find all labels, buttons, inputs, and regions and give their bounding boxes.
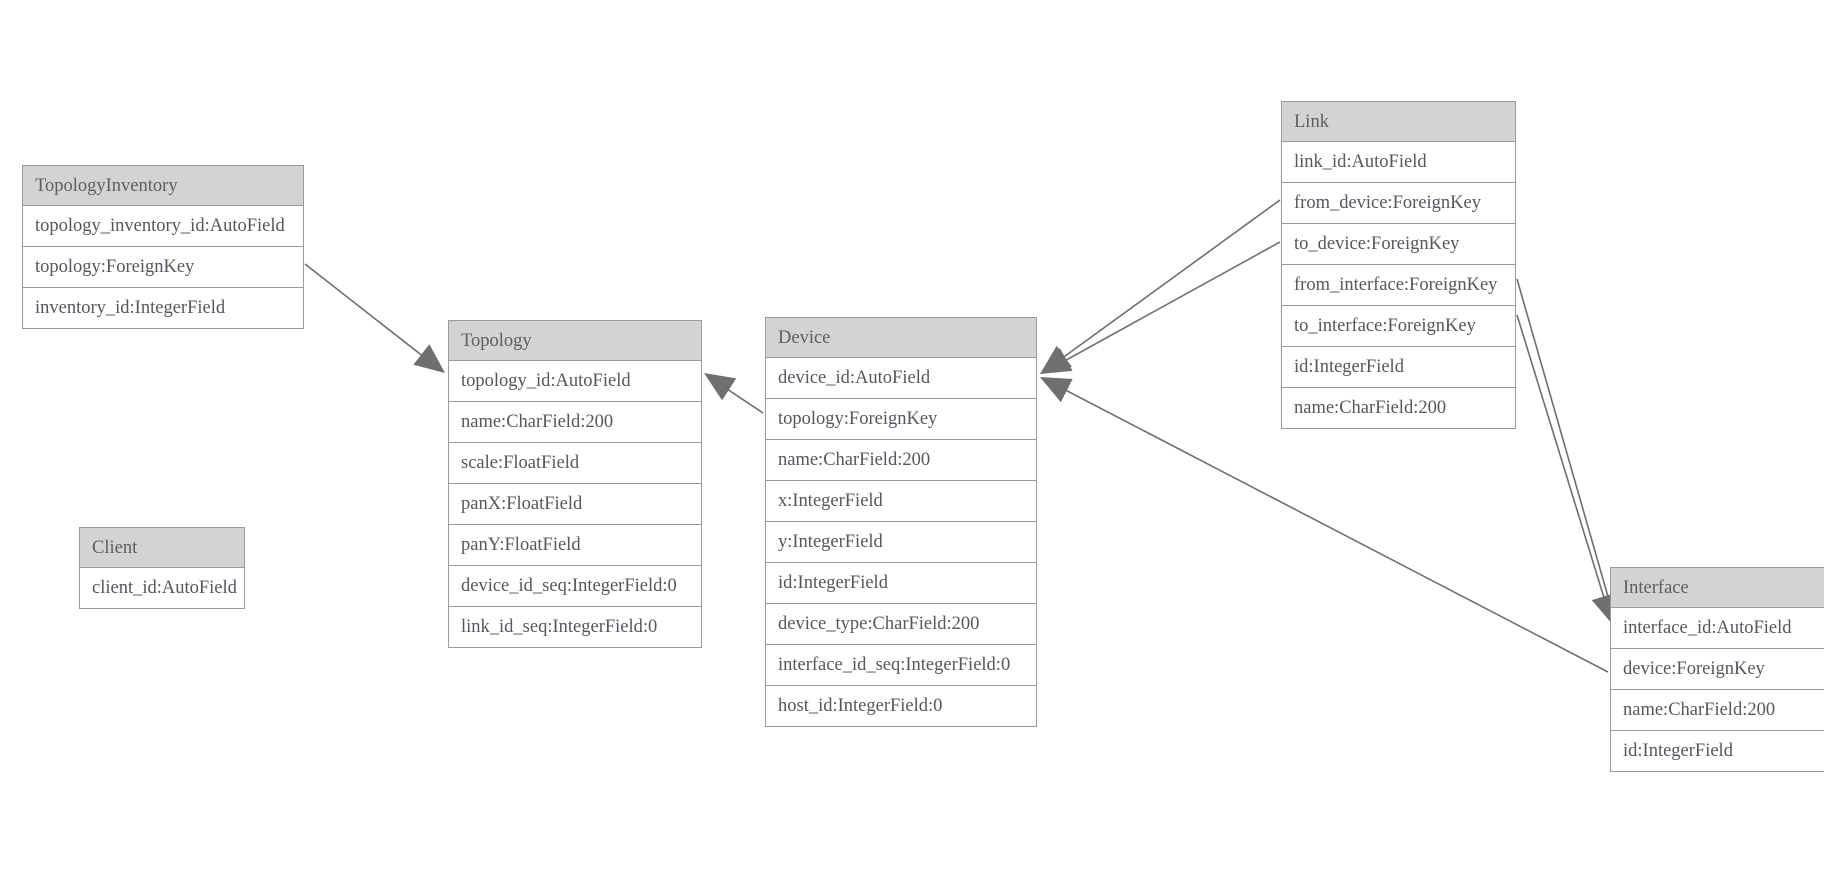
relationship-line [1516,278,1614,615]
entity-field: name:CharField:200 [449,402,701,443]
entity-title-interface: Interface [1611,568,1824,608]
relationship-arrowhead [1040,377,1073,403]
relationship-device-topology [704,373,764,414]
entity-field: id:IntegerField [1282,347,1515,388]
relationship-link-todevice-device [1040,241,1281,374]
entity-field: device:ForeignKey [1611,649,1824,690]
relationship-link-fromdevice-device [1040,199,1281,374]
entity-field: device_type:CharField:200 [766,604,1036,645]
relationship-line [304,263,439,369]
relationship-arrowhead [704,373,737,401]
entity-field: client_id:AutoField [80,568,244,609]
entity-field: from_device:ForeignKey [1282,183,1515,224]
entity-field: inventory_id:IntegerField [23,288,303,329]
relationship-line [1049,241,1281,370]
entity-field: host_id:IntegerField:0 [766,686,1036,727]
entity-field: panX:FloatField [449,484,701,525]
entity-field: x:IntegerField [766,481,1036,522]
entity-field: name:CharField:200 [1611,690,1824,731]
relationship-topologyinventory-topology [304,263,445,373]
entity-title-client: Client [80,528,244,568]
relationship-line [1049,199,1281,368]
entity-field: id:IntegerField [766,563,1036,604]
entity-field: y:IntegerField [766,522,1036,563]
entity-field: id:IntegerField [1611,731,1824,772]
entity-field: name:CharField:200 [1282,388,1515,429]
entity-title-topology: Topology [449,321,701,361]
entity-field: topology:ForeignKey [766,399,1036,440]
entity-field: topology:ForeignKey [23,247,303,288]
entity-field: panY:FloatField [449,525,701,566]
entity-title-topology-inventory: TopologyInventory [23,166,303,206]
relationship-arrowhead [1040,345,1072,374]
entity-field: to_device:ForeignKey [1282,224,1515,265]
entity-field: topology_inventory_id:AutoField [23,206,303,247]
entity-field: interface_id_seq:IntegerField:0 [766,645,1036,686]
entity-field: device_id_seq:IntegerField:0 [449,566,701,607]
entity-field: interface_id:AutoField [1611,608,1824,649]
relationship-arrowhead [1040,348,1073,374]
entity-field: scale:FloatField [449,443,701,484]
entity-title-device: Device [766,318,1036,358]
entity-field: link_id:AutoField [1282,142,1515,183]
entity-field: to_interface:ForeignKey [1282,306,1515,347]
entity-field: link_id_seq:IntegerField:0 [449,607,701,648]
relationship-line [1516,314,1610,615]
entity-field: from_interface:ForeignKey [1282,265,1515,306]
entity-field: topology_id:AutoField [449,361,701,402]
relationship-line [711,378,764,414]
entity-field: name:CharField:200 [766,440,1036,481]
entity-field: device_id:AutoField [766,358,1036,399]
entity-title-link: Link [1282,102,1515,142]
